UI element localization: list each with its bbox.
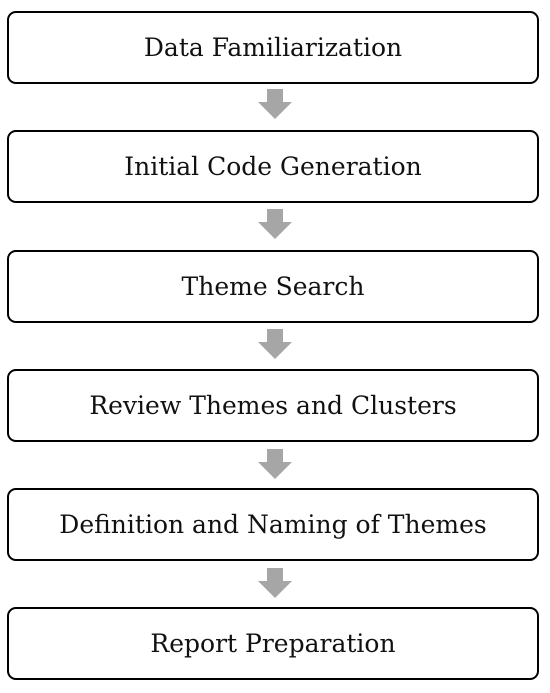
step-initial-code-generation: Initial Code Generation [7,130,539,203]
down-arrow-icon [258,329,292,359]
down-arrow-icon [258,89,292,119]
step-label: Theme Search [181,272,365,301]
down-arrow-icon [258,209,292,239]
step-label: Definition and Naming of Themes [59,510,487,539]
step-label: Initial Code Generation [124,152,422,181]
down-arrow-icon [258,449,292,479]
down-arrow-icon [258,568,292,598]
step-theme-search: Theme Search [7,250,539,323]
step-label: Data Familiarization [143,33,403,62]
step-data-familiarization: Data Familiarization [7,11,539,84]
step-report-preparation: Report Preparation [7,607,539,680]
step-review-themes-and-clusters: Review Themes and Clusters [7,369,539,442]
step-label: Review Themes and Clusters [89,391,457,420]
step-definition-and-naming-of-themes: Definition and Naming of Themes [7,488,539,561]
step-label: Report Preparation [150,629,396,658]
